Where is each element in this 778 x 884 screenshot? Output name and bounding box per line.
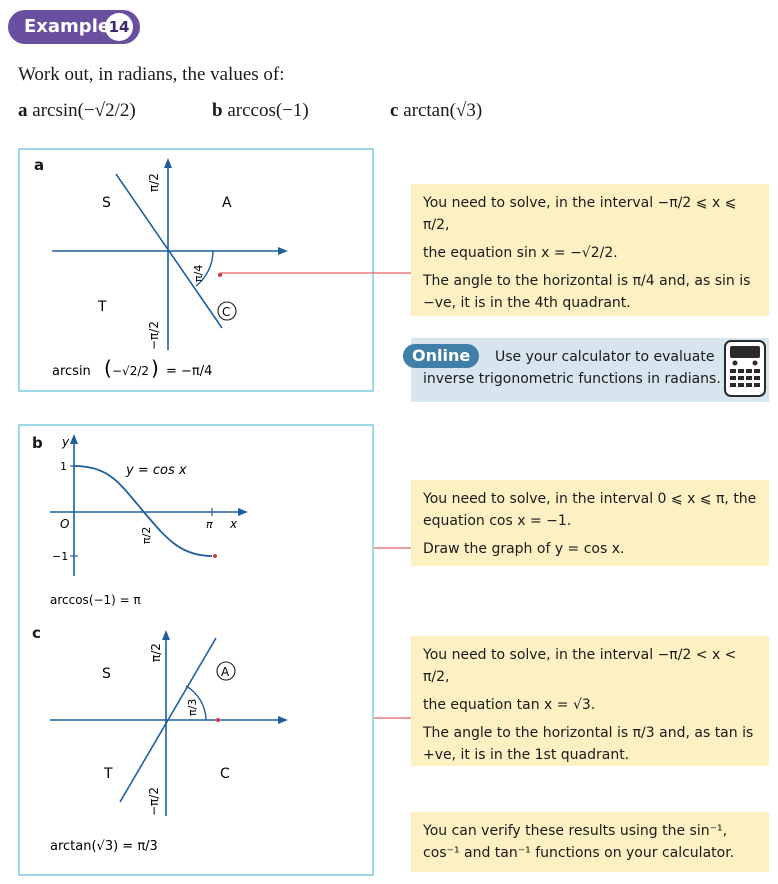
part-b-expr: arccos(−1) [227, 100, 309, 121]
note-b-line1: You need to solve, in the interval 0 ⩽ x… [423, 491, 757, 529]
panel-b-x-arrow [238, 508, 248, 516]
note-verify: You can verify these results using the s… [411, 812, 769, 872]
panel-a-axis-top: π/2 [147, 173, 161, 192]
panel-a-result-prefix: arcsin [52, 364, 91, 379]
note-a-line2: the equation sin x = −√2/2. [423, 245, 618, 261]
panel-c-y-arrow [162, 630, 170, 640]
part-a-letter: a [18, 100, 28, 121]
part-a: a arcsin(−√2/2) [18, 100, 136, 122]
badge-label: Example [24, 16, 111, 37]
panel-a-ray [115, 173, 223, 329]
panel-c-x-arrow [278, 716, 288, 724]
panel-b-x-label: x [229, 517, 238, 531]
panel-c-angle: π/3 [186, 699, 199, 716]
panel-b-curve-label: y = cos x [125, 463, 187, 478]
panel-a: a S A T C π/2 −π/2 π/4 arcsin ( −√2/2 ) … [18, 148, 374, 392]
part-a-expr: arcsin(−√2/2) [32, 100, 136, 121]
online-label: Online [403, 344, 480, 368]
example-badge: Example 14 [8, 10, 140, 44]
part-c-letter: c [390, 100, 399, 121]
note-a-line3: The angle to the horizontal is π/4 and, … [423, 273, 751, 311]
panel-c-result: arctan(√3) = π/3 [50, 839, 158, 854]
panel-b-origin: O [60, 517, 69, 531]
calculator-icon [724, 340, 766, 397]
part-c: c arctan(√3) [390, 100, 482, 122]
panel-c-axis-bottom: −π/2 [147, 787, 161, 816]
note-c: You need to solve, in the interval −π/2 … [411, 636, 769, 766]
panel-c-A: A [221, 665, 230, 679]
panel-b-tick-m1-label: −1 [52, 550, 68, 563]
panel-a-axis-bottom: −π/2 [147, 321, 161, 350]
note-c-line2: the equation tan x = √3. [423, 697, 596, 713]
panel-b-tick-half-pi: π/2 [140, 527, 153, 544]
panel-b-result: arccos(−1) = π [50, 593, 141, 607]
note-a: You need to solve, in the interval −π/2 … [411, 184, 769, 316]
panel-a-A: A [222, 195, 232, 211]
note-b-line2: Draw the graph of y = cos x. [423, 541, 625, 557]
panel-b-letter: b [32, 434, 43, 452]
part-b-letter: b [212, 100, 223, 121]
part-b: b arccos(−1) [212, 100, 309, 122]
panel-b-y-arrow [70, 434, 78, 444]
panel-a-result-paren-close: ) [151, 356, 159, 380]
intro-text: Work out, in radians, the values of: [18, 64, 285, 85]
badge-number: 14 [105, 13, 133, 41]
online-text: Use your calculator to evaluate inverse … [423, 349, 721, 387]
panel-bc: b c y x O 1 −1 π/2 π y = cos x arccos(−1… [18, 424, 374, 876]
panel-a-result-value: = −π/4 [166, 364, 212, 379]
panel-c-letter: c [32, 624, 41, 642]
panel-a-C-circle [217, 301, 237, 321]
panel-b-cos-curve [73, 465, 213, 557]
panel-b-tick-pi-label: π [206, 518, 213, 531]
panel-a-result-arg: −√2/2 [112, 364, 149, 378]
note-c-line1: You need to solve, in the interval −π/2 … [423, 647, 737, 685]
panel-c-axis-top: π/2 [149, 643, 163, 662]
panel-a-T: T [97, 299, 107, 315]
note-b: You need to solve, in the interval 0 ⩽ x… [411, 480, 769, 566]
panel-a-diagram: S A T C π/2 −π/2 π/4 arcsin ( −√2/2 ) = … [52, 158, 288, 380]
panel-c-A-circle [216, 661, 236, 681]
panel-c-ray [119, 637, 217, 803]
panel-a-y-arrow [164, 158, 172, 168]
panel-a-S: S [102, 195, 111, 211]
panel-a-C: C [222, 305, 230, 319]
panel-c-pointer-dot [216, 718, 220, 722]
panel-b-y-label: y [61, 435, 70, 449]
panel-a-x-arrow [278, 247, 288, 255]
part-c-expr: arctan(√3) [403, 100, 483, 121]
online-box: Online Use your calculator to evaluate i… [403, 338, 769, 402]
panel-c-angle-arc [185, 685, 207, 721]
panel-b-pointer-dot [213, 554, 217, 558]
panel-a-result-paren-open: ( [104, 356, 112, 380]
note-verify-text: You can verify these results using the s… [423, 823, 735, 861]
panel-a-pointer-dot [218, 273, 222, 277]
panel-a-angle-arc [195, 250, 214, 287]
panel-a-angle: π/4 [192, 265, 205, 282]
panel-c-C: C [220, 766, 230, 782]
panel-bc-diagram: y x O 1 −1 π/2 π y = cos x arccos(−1) = … [50, 434, 288, 854]
panel-a-letter: a [34, 156, 45, 174]
panel-c-S: S [102, 666, 111, 682]
panel-b-tick-1-label: 1 [60, 460, 67, 473]
note-a-line1: You need to solve, in the interval −π/2 … [423, 195, 737, 233]
note-c-line3: The angle to the horizontal is π/3 and, … [423, 725, 754, 763]
panel-c-T: T [103, 766, 113, 782]
